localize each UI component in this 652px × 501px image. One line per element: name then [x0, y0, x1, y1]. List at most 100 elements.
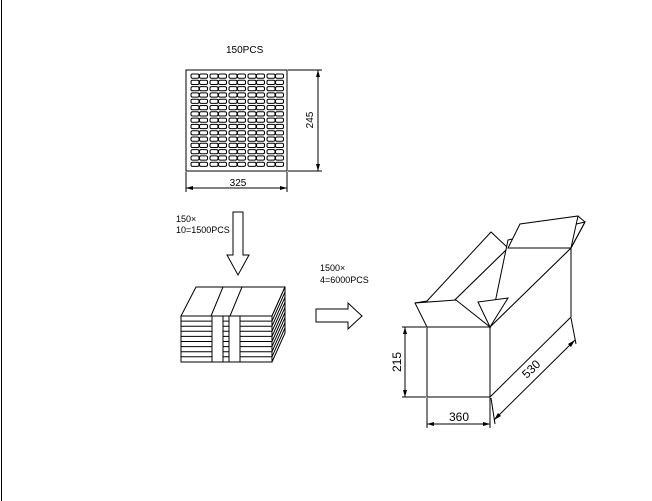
- tray-cell: [199, 136, 208, 142]
- tray-cell: [218, 161, 227, 167]
- tray-cell: [190, 130, 200, 136]
- tray-cell: [190, 98, 200, 104]
- tray-cell: [237, 86, 246, 92]
- tray-cell: [256, 161, 265, 167]
- bundle-stack: [180, 286, 286, 363]
- tray-cell: [209, 130, 219, 136]
- tray-cell: [209, 111, 219, 117]
- tray-cell: [266, 123, 276, 130]
- tray-cell: [209, 79, 219, 86]
- tray-cell: [199, 142, 208, 149]
- tray-cell: [228, 105, 238, 111]
- tray-height-dimension: 245: [288, 69, 322, 172]
- tray-cell: [266, 155, 276, 161]
- tray-cell: [247, 155, 257, 161]
- tray-cell: [199, 92, 208, 98]
- tray-cell: [256, 123, 265, 130]
- tray-cell: [256, 142, 265, 149]
- tray-cell: [199, 73, 208, 79]
- down-arrow: [226, 211, 250, 277]
- bundle-layer-line: [271, 322, 286, 352]
- tray-cell: [275, 105, 284, 111]
- tray-cell: [209, 86, 219, 92]
- tray-cell: [275, 111, 284, 117]
- tray-cell: [256, 105, 265, 111]
- tray-cell: [199, 86, 208, 92]
- tray-cell: [209, 149, 219, 155]
- tray-cell: [247, 105, 257, 111]
- tray-cell: [256, 111, 265, 117]
- tray-cell: [237, 79, 246, 86]
- tray-cell: [275, 86, 284, 92]
- tray-cell: [218, 142, 227, 149]
- tray-cell: [237, 73, 246, 79]
- tray-cell: [199, 105, 208, 111]
- tray-cell: [247, 92, 257, 98]
- tray-cell: [228, 98, 238, 104]
- tray-cell: [247, 123, 257, 130]
- tray-cell: [266, 161, 276, 167]
- tray-cell: [199, 123, 208, 130]
- tray-cell: [190, 79, 200, 86]
- tray-cell: [266, 111, 276, 117]
- tray-cell: [228, 79, 238, 86]
- tray-cell: [237, 92, 246, 98]
- step1-line1: 150×: [176, 214, 196, 224]
- tray-cell: [190, 105, 200, 111]
- tray-cell: [266, 149, 276, 155]
- tray-cell: [275, 73, 284, 79]
- tray-cell: [256, 149, 265, 155]
- tray-cell: [275, 155, 284, 161]
- tray-cell: [256, 136, 265, 142]
- tray-cell: [199, 130, 208, 136]
- bundle-front-lines: [181, 320, 272, 358]
- tray-cell: [218, 73, 227, 79]
- tray-cell: [190, 149, 200, 155]
- tray-cell: [266, 79, 276, 86]
- tray-cell: [247, 86, 257, 92]
- tray-cell: [275, 117, 284, 123]
- right-arrow: [315, 301, 363, 331]
- tray-cell: [199, 117, 208, 123]
- tray-cell: [275, 161, 284, 167]
- carton-height-dimension: 215: [390, 326, 426, 398]
- carton-width-dimension: 360: [426, 398, 491, 428]
- bundle-layer-line: [271, 327, 286, 358]
- tray-height-label: 245: [305, 111, 316, 128]
- tray-cell: [247, 142, 257, 149]
- tray-cell: [190, 86, 200, 92]
- tray-cell: [218, 105, 227, 111]
- tray-cell: [266, 86, 276, 92]
- tray-cell: [266, 117, 276, 123]
- tray-cell: [275, 149, 284, 155]
- step2-line1: 1500×: [320, 263, 345, 273]
- tray-width-dimension: 325: [185, 172, 288, 192]
- tray-count-label: 150PCS: [226, 45, 264, 56]
- tray-cell: [237, 98, 246, 104]
- tray-cell: [247, 149, 257, 155]
- step2-line2: 4=6000PCS: [320, 275, 369, 285]
- tray-cell: [266, 92, 276, 98]
- tray-cell: [199, 79, 208, 86]
- tray-cell: [199, 155, 208, 161]
- tray-cell: [228, 142, 238, 149]
- tray-cell: [256, 86, 265, 92]
- tray-cell: [256, 98, 265, 104]
- tray-cell: [190, 92, 200, 98]
- tray-cell: [266, 130, 276, 136]
- tray-cell: [228, 92, 238, 98]
- tray-cell: [228, 86, 238, 92]
- tray-cell: [190, 117, 200, 123]
- step2-group: 1500× 4=6000PCS: [315, 263, 369, 331]
- tray-cell: [199, 161, 208, 167]
- tray-cell: [228, 149, 238, 155]
- tray-cell: [237, 155, 246, 161]
- tray-cell: [218, 111, 227, 117]
- tray-cell: [237, 142, 246, 149]
- tray-cell: [209, 142, 219, 149]
- tray-cell: [209, 105, 219, 111]
- tray-cell: [190, 142, 200, 149]
- step1-group: 150× 10=1500PCS: [176, 211, 250, 277]
- tray-cell: [199, 149, 208, 155]
- tray-cell: [256, 130, 265, 136]
